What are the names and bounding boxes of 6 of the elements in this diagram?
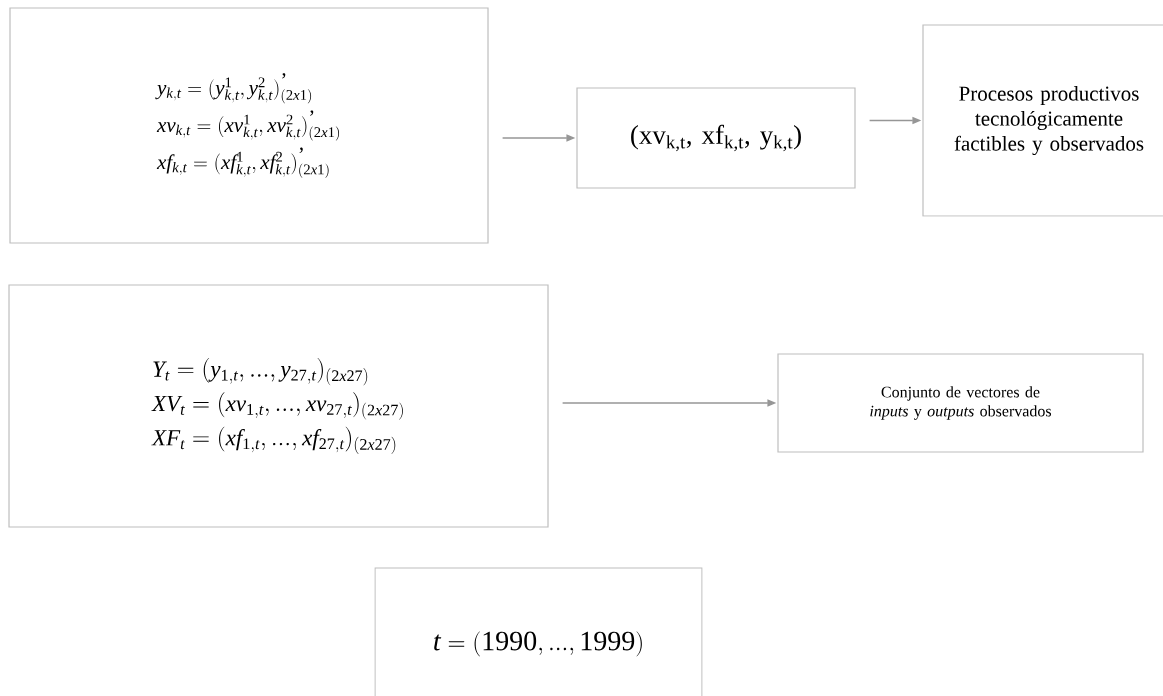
formula-box: $Y_{t} = (y_{1,t} ,..., y_{27,t})_{(2x27)}$ $XV_{t} = (xv_{1,t} ,..., xv_{27,t})_{(2x27)}$ $XF_{t} = (xf_{1,t} ,..., xf_{27,t})_{(2x27)}$ [8,284,549,528]
formula-box: $y_{k,t} = ( y^{1}_{k,t}, y^{2}_{k,t} )^{\mbox{'}}_{(2x1)}$ $xv_{k,t} = ( xv^{1}_{k,t}, xv^{2}_{k,t} )^{\mbox{'}}_{(2x1)}$ $xf_{k,t} = ( xf^{1}_{k,t}, xf^{2}_{k,t} )^{\mbox{'}}_{(2x1)}$ [9,7,489,244]
text-box: Conjunto de vectores de inputs y outputs observados [777,353,1144,453]
text-box: (xv$_{k,t}$, xf$_{k,t}$, y$_{k,t}$) [576,87,856,189]
formula-box: $t = (1990,...,1999)$ [374,567,703,696]
text-box: Procesos productivos tecnológicamente factibles y observados [922,24,1163,217]
